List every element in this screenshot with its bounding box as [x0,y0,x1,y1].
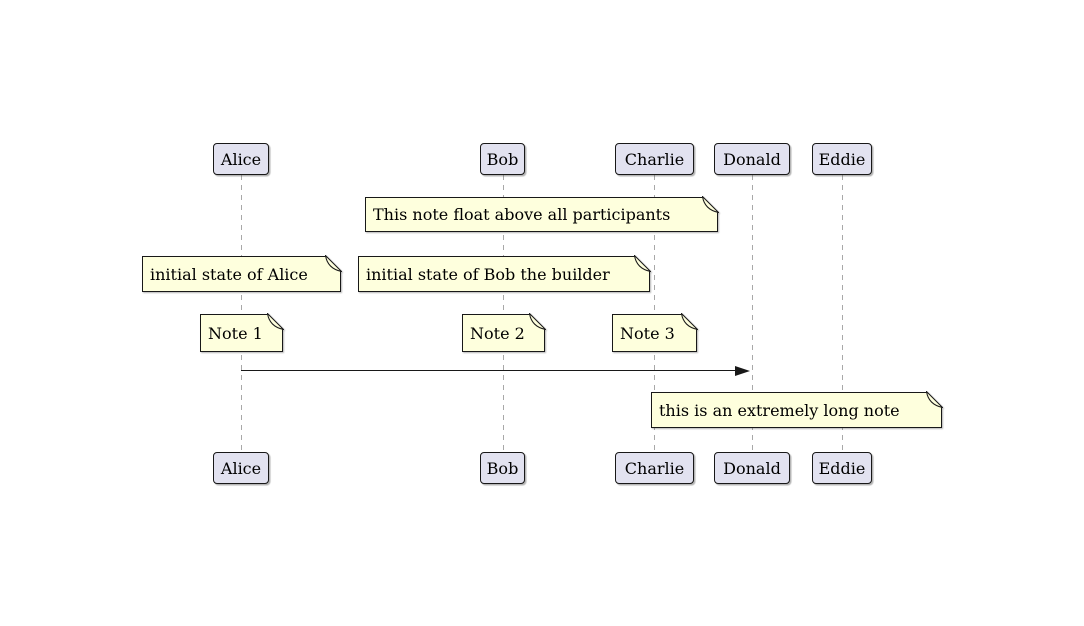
note-floating: This note float above all participants [365,196,719,232]
note-text: this is an extremely long note [651,392,942,428]
note-2: Note 2 [462,313,546,352]
note-alice-state: initial state of Alice [142,255,342,292]
note-text: initial state of Alice [142,256,341,292]
participant-top-alice: Alice [213,143,269,175]
participant-label: Charlie [624,149,685,169]
participant-label: Bob [486,149,519,169]
note-fold-icon [634,255,651,272]
lifeline-charlie [654,175,655,452]
note-3: Note 3 [612,313,698,352]
participant-top-eddie: Eddie [812,143,872,175]
participant-bottom-eddie: Eddie [812,452,872,484]
message-arrow-alice-to-donald [241,370,740,371]
note-text: Note 3 [612,314,697,352]
participant-bottom-donald: Donald [714,452,790,484]
participant-bottom-charlie: Charlie [615,452,694,484]
participant-label: Eddie [818,149,866,169]
note-fold-icon [325,255,342,272]
participant-top-bob: Bob [480,143,525,175]
lifeline-bob [502,175,504,452]
lifeline-eddie [841,175,843,452]
participant-label: Alice [220,149,262,169]
lifeline-donald [751,175,753,452]
participant-label: Charlie [624,458,685,478]
note-text: This note float above all participants [365,197,718,232]
note-fold-icon [529,313,546,330]
participant-label: Eddie [818,458,866,478]
participant-top-donald: Donald [714,143,790,175]
participant-bottom-alice: Alice [213,452,269,484]
note-1: Note 1 [200,313,284,352]
note-fold-icon [926,391,943,408]
note-fold-icon [267,313,284,330]
participant-top-charlie: Charlie [615,143,694,175]
participant-label: Donald [723,149,781,169]
note-bob-state: initial state of Bob the builder [358,255,651,292]
participant-bottom-bob: Bob [480,452,525,484]
note-long: this is an extremely long note [651,391,943,428]
participant-label: Alice [220,458,262,478]
participant-label: Bob [486,458,519,478]
participant-label: Donald [723,458,781,478]
note-fold-icon [681,313,698,330]
arrowhead-icon [735,365,750,376]
note-fold-icon [702,196,719,213]
lifeline-alice [240,175,242,452]
note-text: initial state of Bob the builder [358,256,650,292]
